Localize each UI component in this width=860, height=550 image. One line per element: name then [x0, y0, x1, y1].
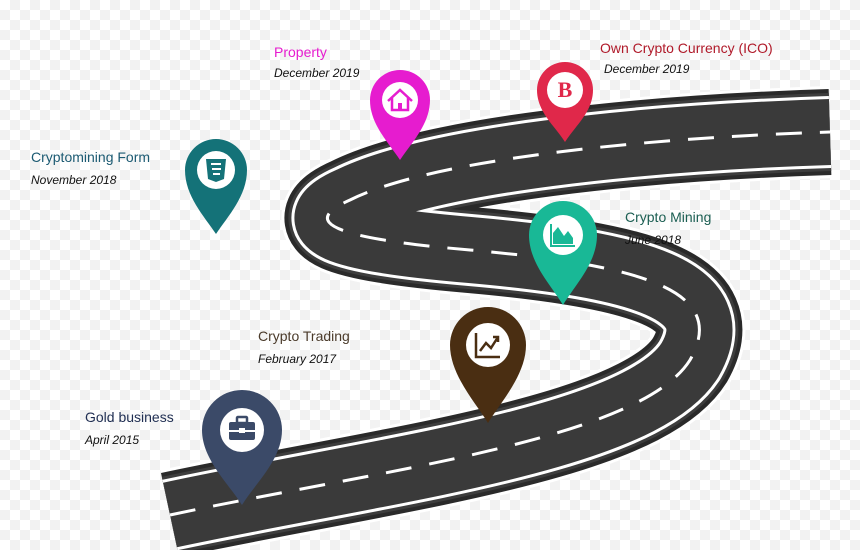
css3-icon [206, 159, 226, 182]
milestone-label-own-crypto-currency: Own Crypto Currency (ICO) December 2019 [600, 40, 773, 76]
pin-crypto-trading [450, 307, 526, 423]
milestone-date: November 2018 [31, 173, 117, 187]
area-chart-icon [550, 224, 575, 247]
bitcoin-b-icon: B [558, 77, 573, 102]
milestone-date: June 2018 [625, 233, 682, 247]
milestone-title: Crypto Mining [625, 209, 712, 225]
road [160, 86, 832, 550]
briefcase-icon [229, 415, 255, 440]
pin-icon-circle [547, 72, 583, 108]
milestone-label-gold-business: Gold business April 2015 [85, 409, 174, 447]
milestone-title: Cryptomining Form [31, 149, 151, 165]
chart-trend-icon [474, 333, 500, 359]
milestone-date: December 2019 [274, 66, 360, 80]
milestone-label-cryptomining-form: Cryptomining Form November 2018 [31, 149, 150, 187]
milestone-date: December 2019 [604, 62, 690, 76]
pin-cryptomining-form [185, 139, 247, 234]
pin-gold-business [202, 390, 282, 505]
milestone-date: April 2015 [85, 433, 140, 447]
home-icon [387, 88, 413, 112]
road-center-dashes [169, 130, 831, 517]
milestone-label-crypto-trading: Crypto Trading February 2017 [258, 328, 350, 366]
milestone-title: Gold business [85, 409, 174, 425]
milestone-date: February 2017 [258, 352, 337, 366]
milestone-title: Own Crypto Currency (ICO) [600, 40, 773, 56]
pin-own-crypto-currency: B [537, 62, 593, 142]
milestone-title: Crypto Trading [258, 328, 350, 344]
milestone-title: Property [274, 44, 327, 60]
milestone-label-crypto-mining: Crypto Mining June 2018 [625, 209, 711, 247]
pin-crypto-mining [529, 201, 597, 305]
milestone-label-property: Property December 2019 [274, 44, 359, 80]
pin-property [370, 70, 430, 160]
